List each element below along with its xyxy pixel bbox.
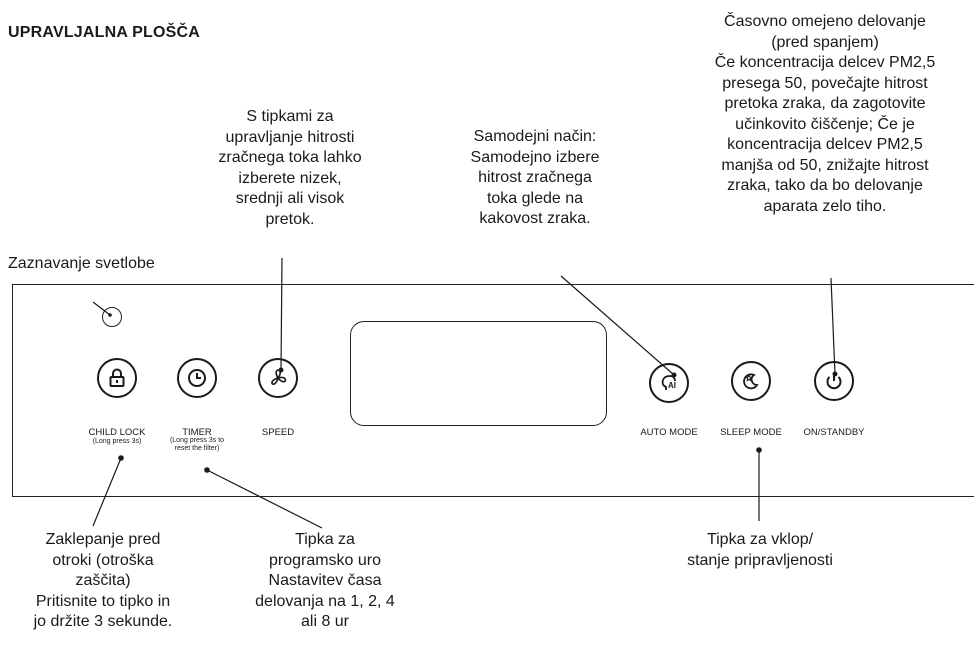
speed-dot xyxy=(278,367,284,373)
sleep-mode-button[interactable] xyxy=(731,361,771,401)
speed-label: SPEED xyxy=(261,427,295,438)
timer-sublabel: (Long press 3s to reset the filter) xyxy=(169,437,225,452)
child-lock-label: CHILD LOCK xyxy=(88,427,146,438)
auto-mode-callout: Samodejni način: Samodejno izbere hitros… xyxy=(470,128,600,227)
power-button[interactable] xyxy=(814,361,854,401)
child-lock-leader xyxy=(92,457,122,527)
speed-leader xyxy=(280,257,283,371)
sleep-mode-dot xyxy=(832,371,838,377)
speed-callout: S tipkami za upravljanje hitrosti zračne… xyxy=(218,108,362,228)
moon-star-icon xyxy=(743,373,759,390)
timer-leader xyxy=(206,469,323,529)
ai-label: AI xyxy=(668,381,676,390)
child-lock-dot xyxy=(118,455,124,461)
child-lock-button[interactable] xyxy=(97,358,137,398)
auto-mode-button[interactable]: AI xyxy=(649,363,689,403)
power-dot xyxy=(756,447,762,453)
power-label: ON/STANDBY xyxy=(803,427,865,438)
timer-dot xyxy=(204,467,210,473)
sleep-mode-label: SLEEP MODE xyxy=(720,427,782,438)
speed-button[interactable] xyxy=(258,358,298,398)
auto-mode-dot xyxy=(671,372,677,378)
light-sensor xyxy=(102,307,122,327)
child-lock-callout: Zaklepanje pred otroki (otroška zaščita)… xyxy=(33,531,173,630)
power-callout: Tipka za vklop/ stanje pripravljenosti xyxy=(687,531,833,569)
auto-mode-leader xyxy=(560,275,675,376)
timer-callout: Tipka za programsko uro Nastavitev časa … xyxy=(255,531,395,630)
fan-icon xyxy=(271,369,287,385)
page-title: UPRAVLJALNA PLOŠČA xyxy=(8,24,201,41)
auto-mode-label: AUTO MODE xyxy=(640,427,698,438)
light-sensor-leader xyxy=(92,301,111,316)
control-panel xyxy=(12,284,974,497)
light-sensor-callout: Zaznavanje svetlobe xyxy=(8,255,155,272)
clock-icon xyxy=(188,369,206,387)
child-lock-sublabel: (Long press 3s) xyxy=(92,438,142,445)
sleep-mode-leader xyxy=(830,277,836,375)
light-sensor-dot xyxy=(108,313,112,317)
sleep-mode-callout: Časovno omejeno delovanje (pred spanjem)… xyxy=(714,13,936,215)
timer-button[interactable] xyxy=(177,358,217,398)
padlock-icon xyxy=(109,368,125,387)
timer-label: TIMER xyxy=(182,427,212,438)
display-window xyxy=(350,321,607,426)
